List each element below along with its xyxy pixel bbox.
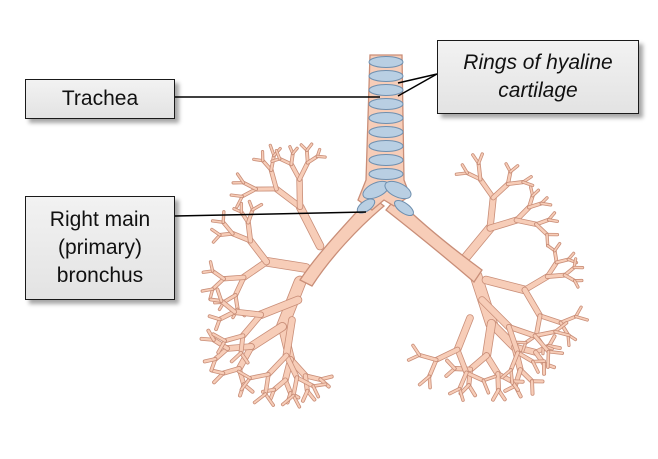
- bronchiole: [235, 312, 261, 315]
- cartilage-ring: [369, 169, 403, 180]
- bronchiole: [268, 356, 286, 375]
- rings-leader-line-1: [398, 74, 437, 83]
- cartilage-ring: [369, 141, 403, 152]
- bronchiole: [436, 350, 457, 360]
- bronchiole: [429, 360, 436, 377]
- cartilage-ring: [369, 99, 403, 110]
- bronchiole: [300, 163, 308, 180]
- bronchiole: [223, 212, 224, 222]
- right-main-bronchus-label: Right main (primary) bronchus: [25, 196, 175, 300]
- bronchiole: [276, 189, 300, 207]
- bronchiole: [244, 262, 267, 278]
- bronchiole: [536, 316, 540, 336]
- bronchiole: [479, 163, 481, 179]
- trachea-label: Trachea: [25, 79, 175, 119]
- bronchiole: [291, 154, 293, 165]
- bronchiole: [490, 198, 493, 228]
- trachea: [355, 55, 416, 218]
- bronchiole: [242, 189, 256, 196]
- bronchiole: [250, 374, 268, 378]
- bronchiole: [525, 277, 548, 290]
- bronchus-label-line-2: (primary): [58, 234, 142, 262]
- bronchus-leader-line: [175, 212, 366, 216]
- cartilage-ring: [369, 127, 403, 138]
- bronchiole: [224, 295, 236, 302]
- cartilage-ring: [369, 71, 403, 82]
- bronchiole: [462, 228, 490, 262]
- rings-label-line-1: Rings of hyaline: [463, 49, 612, 77]
- bronchiole: [486, 280, 525, 290]
- cartilage-ring: [369, 113, 403, 124]
- cartilage-ring: [369, 85, 403, 96]
- bronchus-label-line-1: Right main: [50, 206, 150, 234]
- rings-label-line-2: cartilage: [498, 77, 577, 105]
- bronchiole: [471, 356, 487, 370]
- bronchiole: [317, 156, 325, 157]
- bronchiole: [223, 369, 239, 374]
- bronchiole: [251, 327, 282, 347]
- bronchiole: [547, 275, 564, 276]
- bronchiole: [213, 271, 224, 279]
- bronchiole: [248, 222, 250, 240]
- bronchiole: [493, 184, 508, 198]
- bronchiole: [516, 220, 536, 224]
- cartilage-ring: [369, 57, 403, 68]
- bronchiole: [498, 374, 499, 390]
- rings-of-hyaline-cartilage-label: Rings of hyaline cartilage: [437, 40, 639, 114]
- bronchiole: [244, 183, 257, 189]
- cartilage-ring: [369, 155, 403, 166]
- bronchiole: [480, 179, 493, 197]
- main-bronchi: [300, 196, 482, 286]
- bronchiole: [213, 279, 224, 289]
- bronchiole: [300, 179, 301, 207]
- bronchiole: [243, 315, 261, 336]
- bronchiole: [413, 345, 419, 355]
- bronchiole: [561, 317, 576, 323]
- bronchiole: [210, 316, 220, 319]
- left-lung-bronchial-tree: [409, 154, 588, 400]
- trachea-label-text: Trachea: [62, 85, 138, 113]
- bronchiole: [274, 380, 285, 390]
- bronchiole: [255, 394, 266, 402]
- bronchiole: [293, 378, 297, 396]
- bronchiole: [223, 222, 232, 233]
- rings-leader-line-2: [398, 74, 437, 96]
- bronchiole: [557, 259, 569, 262]
- bronchiole: [487, 324, 492, 356]
- bronchiole: [224, 277, 244, 278]
- bronchiole: [548, 352, 549, 368]
- bronchiole: [250, 241, 266, 262]
- bronchiole: [221, 301, 234, 312]
- bronchiole: [525, 290, 540, 316]
- bronchiole: [536, 224, 547, 234]
- bronchiole: [232, 353, 241, 362]
- bronchiole: [532, 381, 533, 394]
- bronchus-label-line-3: bronchus: [57, 262, 143, 290]
- bronchiole: [457, 318, 470, 350]
